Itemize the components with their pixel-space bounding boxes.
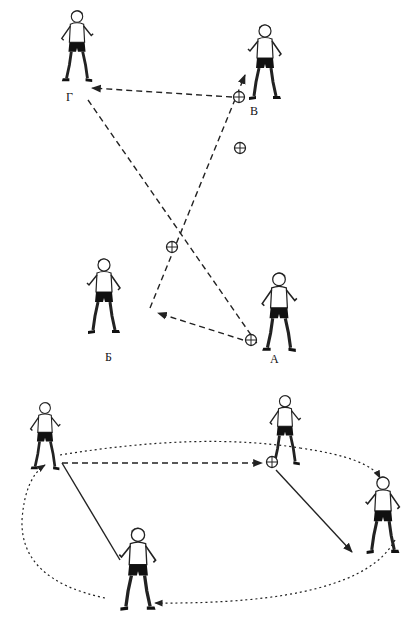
- position-label: Г: [64, 90, 75, 104]
- position-label: В: [248, 104, 260, 118]
- position-label: Б: [103, 350, 114, 364]
- position-label: А: [268, 352, 281, 366]
